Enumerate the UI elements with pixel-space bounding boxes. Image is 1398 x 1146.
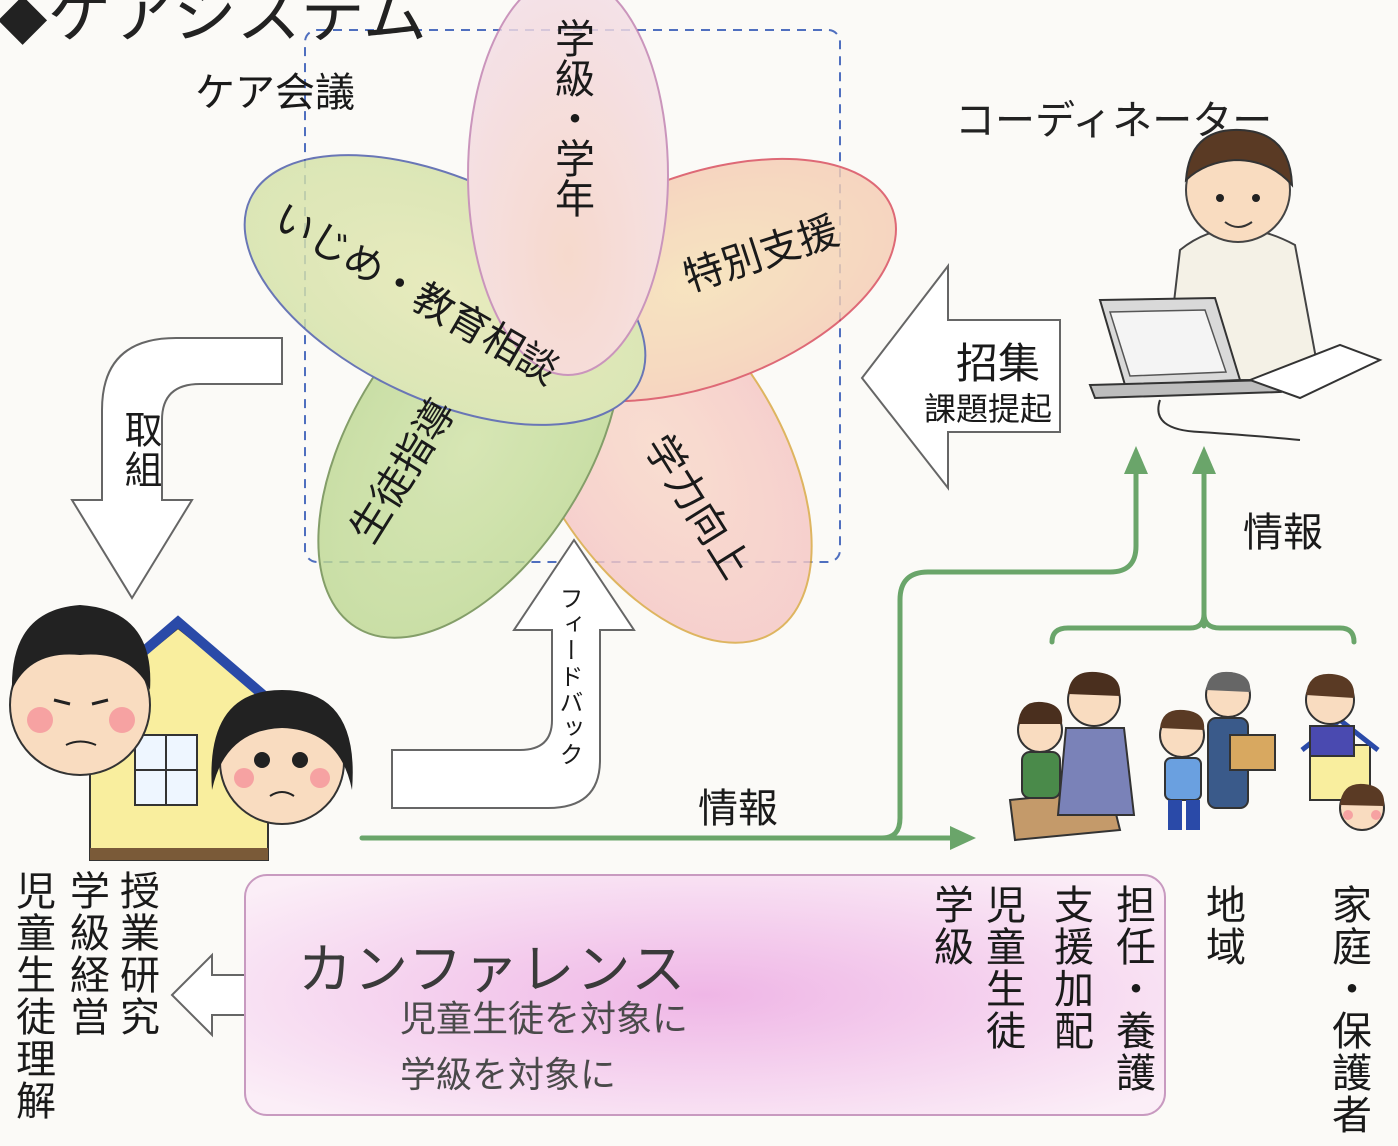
feedback-arrow-shape [391, 538, 636, 809]
right-column-support-staff: 支援加配 [1047, 884, 1093, 1052]
petal-label-class-grade: 学級・学年 [548, 18, 594, 218]
conference-title: カンファレンス [298, 938, 688, 1001]
coordinator-illustration [1088, 128, 1383, 441]
children-house-illustration [9, 605, 353, 861]
torikumi-arrow-shape [70, 337, 283, 600]
left-column-lesson-research: 授業研究 [113, 870, 159, 1038]
community-illustration [1008, 671, 1385, 842]
right-column-students: 児童生徒 [979, 884, 1025, 1052]
group-label-family-guardians: 家庭・保護者 [1325, 884, 1371, 1136]
petal-top-shape [467, 0, 669, 376]
shoushu-arrow-label: 招集 [956, 339, 1041, 388]
shoushu-arrow-shape [860, 263, 1061, 491]
conference-target-class: 学級を対象に [400, 1055, 617, 1096]
left-column-student-understanding: 児童生徒理解 [9, 870, 55, 1122]
conference-left-arrow-shape [170, 952, 246, 1038]
right-column-homeroom-nurse: 担任・養護 [1109, 884, 1155, 1094]
info-label-upward: 情報 [1243, 510, 1323, 556]
petals-group [243, 0, 897, 644]
page-title-partial: ◆ケアシステム [0, 0, 427, 53]
conference-box [244, 874, 1166, 1116]
info-arrow-heads [950, 446, 1216, 850]
torikumi-arrow-label: 取組 [118, 410, 162, 490]
care-meeting-label: ケア会議 [195, 70, 355, 116]
coordinator-label: コーディネーター [955, 98, 1273, 144]
info-label-horizontal: 情報 [698, 786, 778, 832]
group-label-community: 地域 [1199, 884, 1245, 968]
kadai-arrow-label: 課題提起 [924, 390, 1053, 428]
info-flow-lines [359, 467, 1357, 841]
feedback-arrow-label: フィードバック [555, 586, 583, 768]
right-column-class: 学級 [927, 884, 973, 968]
conference-target-students: 児童生徒を対象に [400, 999, 689, 1040]
left-column-class-management: 学級経営 [63, 870, 109, 1038]
